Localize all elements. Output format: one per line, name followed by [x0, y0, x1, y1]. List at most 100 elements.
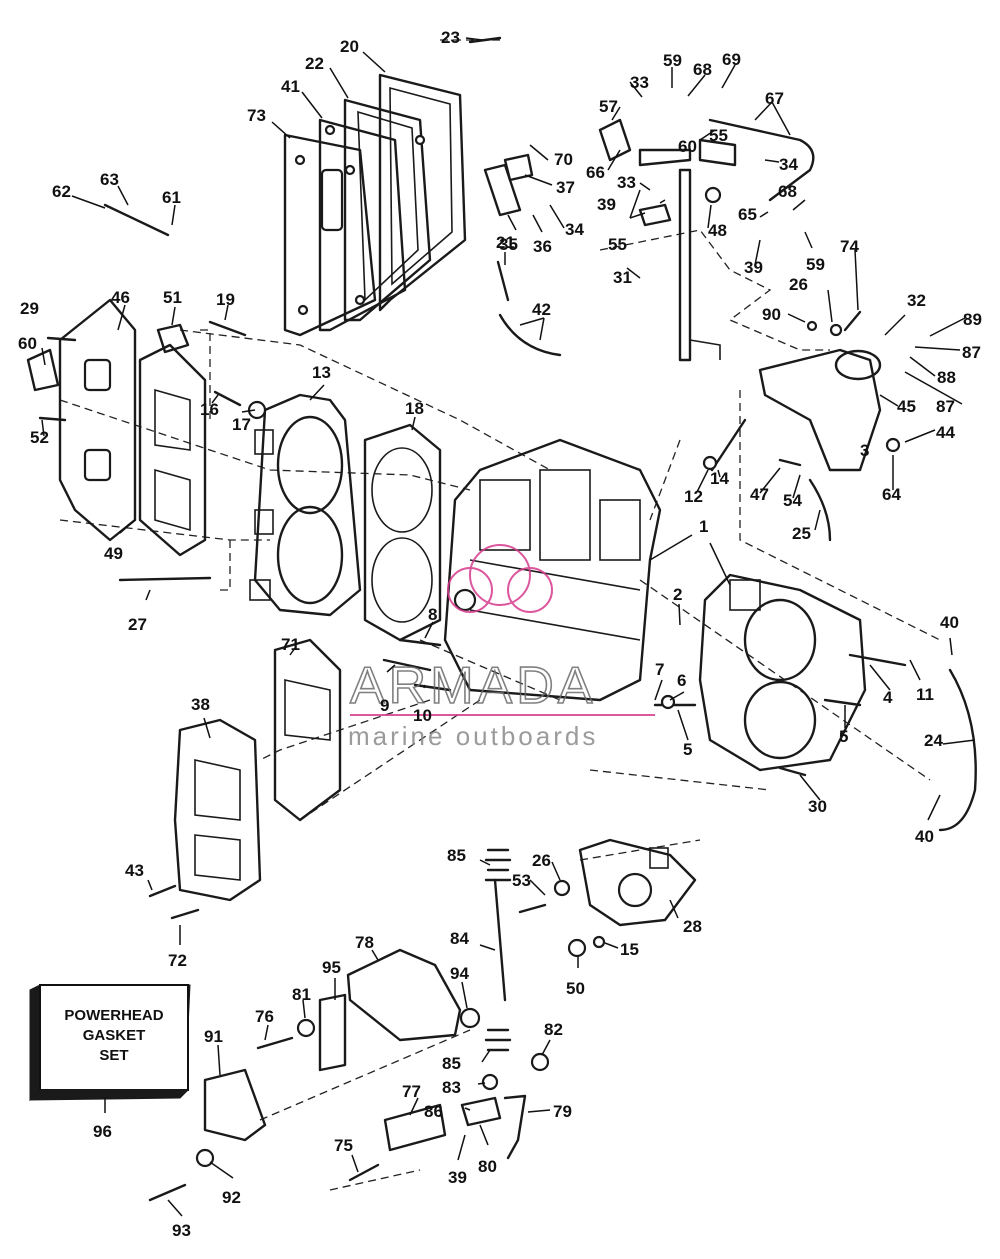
bolt-19 [208, 320, 247, 337]
mount-bracket-45 [758, 348, 882, 472]
stud-5b [823, 698, 862, 707]
callout-14: 14 [710, 469, 729, 488]
callout-80: 80 [478, 1157, 497, 1176]
screw-53 [518, 903, 547, 914]
callout-90: 90 [762, 305, 781, 324]
spark-plug-27 [118, 576, 212, 582]
callout-34-right: 34 [779, 155, 798, 174]
callout-6: 6 [677, 671, 686, 690]
callout-65: 65 [738, 205, 757, 224]
callout-34-left: 34 [565, 220, 584, 239]
callout-70: 70 [554, 150, 573, 169]
crankcase-right [698, 573, 867, 772]
callout-32: 32 [907, 291, 926, 310]
callout-15: 15 [620, 940, 639, 959]
lower-bracket-parts [203, 948, 527, 1160]
callout-26-top: 26 [789, 275, 808, 294]
callout-87-top: 87 [962, 343, 981, 362]
callout-42: 42 [532, 300, 551, 319]
callout-39-bottom: 39 [448, 1168, 467, 1187]
callout-83: 83 [442, 1078, 461, 1097]
dowel-10 [413, 683, 452, 692]
washer-83 [481, 1073, 499, 1091]
callout-16: 16 [200, 400, 219, 419]
valve-16 [213, 390, 242, 407]
bolt-11 [848, 653, 907, 667]
callout-75: 75 [334, 1136, 353, 1155]
callout-68-top: 68 [693, 60, 712, 79]
callout-30: 30 [808, 797, 827, 816]
callout-68-right: 68 [778, 182, 797, 201]
callout-86: 86 [424, 1102, 443, 1121]
screw-43 [148, 884, 177, 898]
callout-25: 25 [792, 524, 811, 543]
callout-50: 50 [566, 979, 585, 998]
callout-55-bottom: 55 [608, 235, 627, 254]
shaft-84 [493, 878, 507, 1002]
callout-17: 17 [232, 415, 251, 434]
callout-84: 84 [450, 929, 469, 948]
callout-13: 13 [312, 363, 331, 382]
throttle-linkage [483, 118, 737, 362]
callout-45: 45 [897, 397, 916, 416]
callout-22: 22 [305, 54, 324, 73]
callout-39-top: 39 [597, 195, 616, 214]
watermark: ARMADA marine outboards [348, 544, 655, 751]
callout-numbers: 23 20 22 41 73 63 62 61 46 51 19 29 60 1… [18, 28, 982, 1240]
callout-19: 19 [216, 290, 235, 309]
callout-57: 57 [599, 97, 618, 116]
callout-47: 47 [750, 485, 769, 504]
callout-23: 23 [441, 28, 460, 47]
fitting-21 [496, 260, 510, 302]
callout-60: 60 [18, 334, 37, 353]
screw-76 [256, 1036, 294, 1050]
spring-51 [156, 323, 190, 354]
callout-8: 8 [428, 605, 437, 624]
callout-59-top: 59 [663, 51, 682, 70]
callout-88: 88 [937, 368, 956, 387]
callout-82: 82 [544, 1020, 563, 1039]
screw-47 [778, 458, 802, 467]
bypass-cover [173, 638, 342, 902]
callout-5-right: 5 [839, 727, 848, 746]
callout-63: 63 [100, 170, 119, 189]
gasket-box-line1: POWERHEAD [64, 1007, 163, 1024]
washer-15 [592, 935, 606, 949]
watermark-brand: ARMADA [350, 657, 596, 715]
callout-48: 48 [708, 221, 727, 240]
callout-1: 1 [699, 517, 708, 536]
leader-lines [41, 37, 976, 1217]
callout-39-right: 39 [744, 258, 763, 277]
callout-46: 46 [111, 288, 130, 307]
callout-31: 31 [613, 268, 632, 287]
callout-94: 94 [450, 964, 469, 983]
callout-40-top: 40 [940, 613, 959, 632]
gasket-set-box: POWERHEAD GASKET SET [28, 984, 191, 1101]
sensor-61 [103, 203, 170, 237]
callout-76: 76 [255, 1007, 274, 1026]
callout-73: 73 [247, 106, 266, 125]
callout-37: 37 [556, 178, 575, 197]
screw-72 [170, 908, 200, 920]
callout-2: 2 [673, 585, 682, 604]
callout-95: 95 [322, 958, 341, 977]
washer-17 [247, 400, 267, 420]
exhaust-port-outline [320, 168, 344, 232]
callout-49: 49 [104, 544, 123, 563]
dowel-9 [382, 658, 432, 672]
callout-54: 54 [783, 491, 802, 510]
callout-79: 79 [553, 1102, 572, 1121]
bearing-bracket [578, 838, 697, 927]
nut-26b [553, 879, 571, 897]
callout-89: 89 [963, 310, 982, 329]
exhaust-cover-stack [283, 73, 467, 337]
spring-85b [484, 1028, 512, 1052]
assembly-dashed-lines [59, 39, 941, 1191]
callout-26-bottom: 26 [532, 851, 551, 870]
callout-77: 77 [402, 1082, 421, 1101]
callout-81: 81 [292, 985, 311, 1004]
callout-9: 9 [380, 696, 389, 715]
washer-92 [195, 1148, 215, 1168]
callout-85-top: 85 [447, 846, 466, 865]
